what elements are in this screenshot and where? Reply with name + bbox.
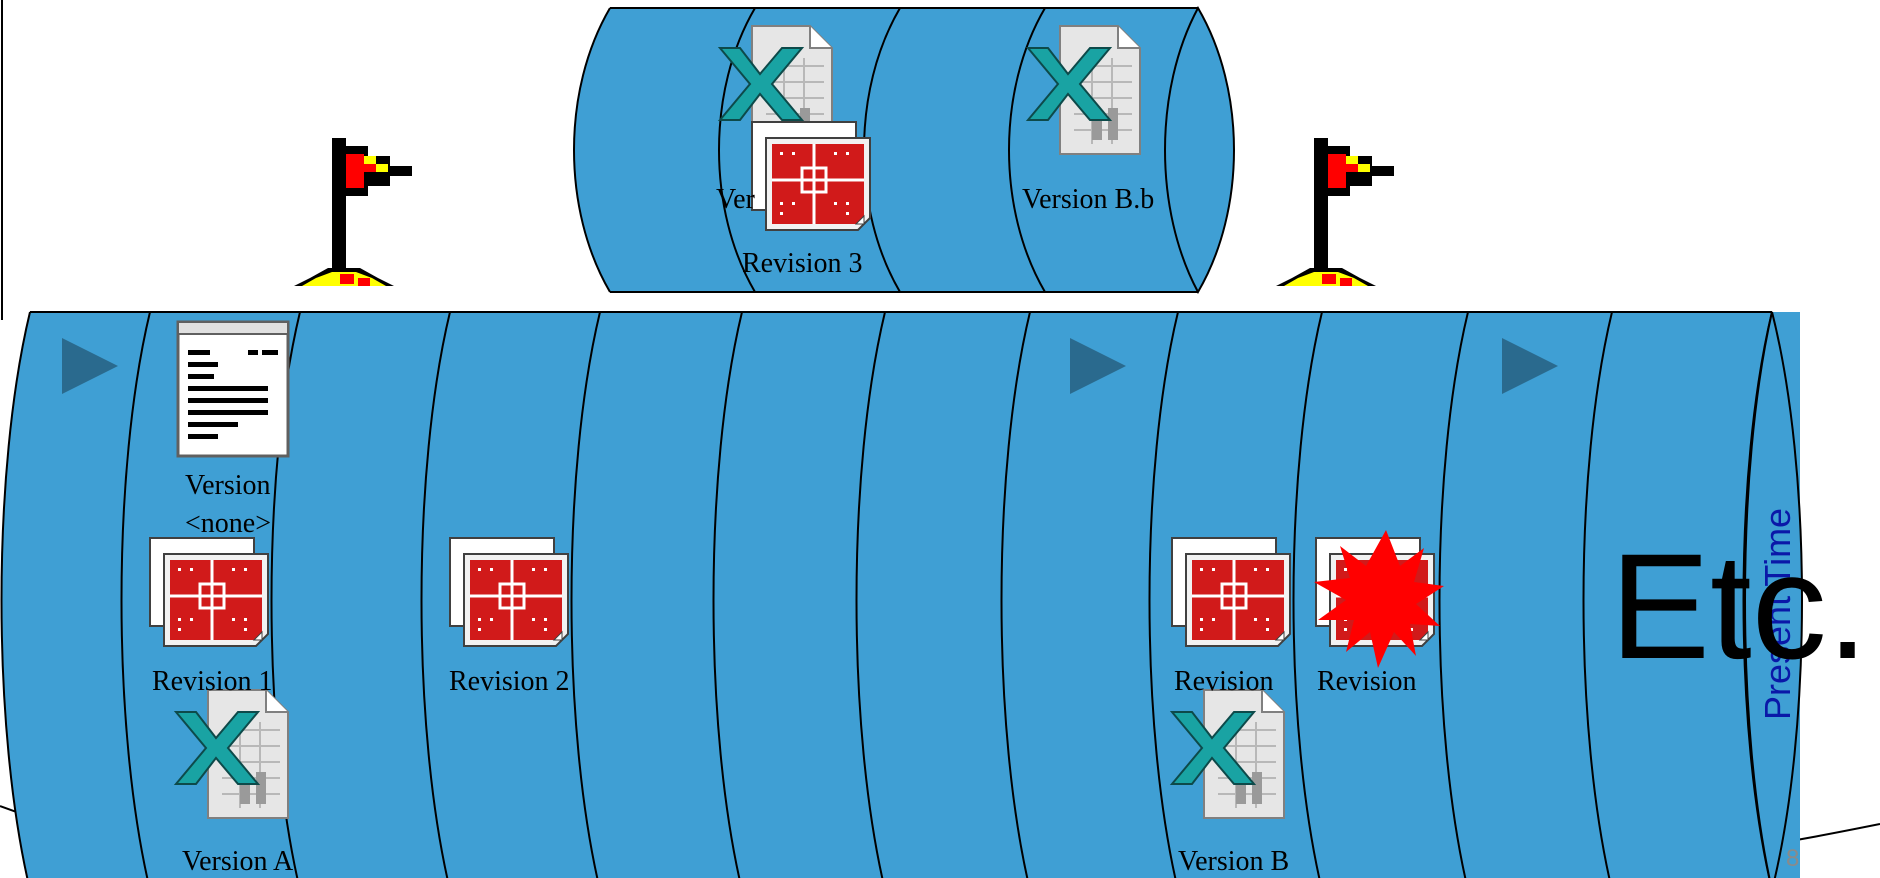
present-time-label: Present Time	[1757, 508, 1798, 720]
cad-drawing-icon	[148, 536, 270, 648]
version-b-b-label: Version B.b	[1022, 184, 1154, 215]
revision-2-label: Revision 2	[449, 666, 570, 697]
explosion-burst-icon	[1314, 530, 1444, 668]
version-none-value: <none>	[185, 508, 271, 539]
milestone-flag-icon	[1276, 138, 1394, 286]
page-number: 8	[1786, 845, 1799, 872]
revision-4-label: Revision	[1174, 666, 1274, 697]
cad-drawing-icon	[448, 536, 570, 648]
play-arrow-icon	[62, 338, 118, 394]
version-a-label: Version A	[182, 846, 294, 877]
cad-drawing-icon	[750, 120, 872, 232]
revision-1-label: Revision 1	[152, 666, 273, 697]
play-arrow-icon	[1070, 338, 1126, 394]
cad-drawing-icon	[1170, 536, 1292, 648]
revision-3-label: Revision 3	[742, 248, 863, 279]
play-arrow-icon	[1502, 338, 1558, 394]
text-document-icon	[176, 320, 290, 458]
version-label-clipped: Ver	[716, 184, 756, 215]
version-b-label: Version B	[1178, 846, 1289, 877]
revision-5-label: Revision	[1317, 666, 1417, 697]
version-none-label: Version	[185, 470, 271, 501]
milestone-flag-icon	[294, 138, 412, 286]
main-timeline-cylinder	[0, 311, 1803, 878]
etc-label: Etc.	[1610, 522, 1868, 690]
